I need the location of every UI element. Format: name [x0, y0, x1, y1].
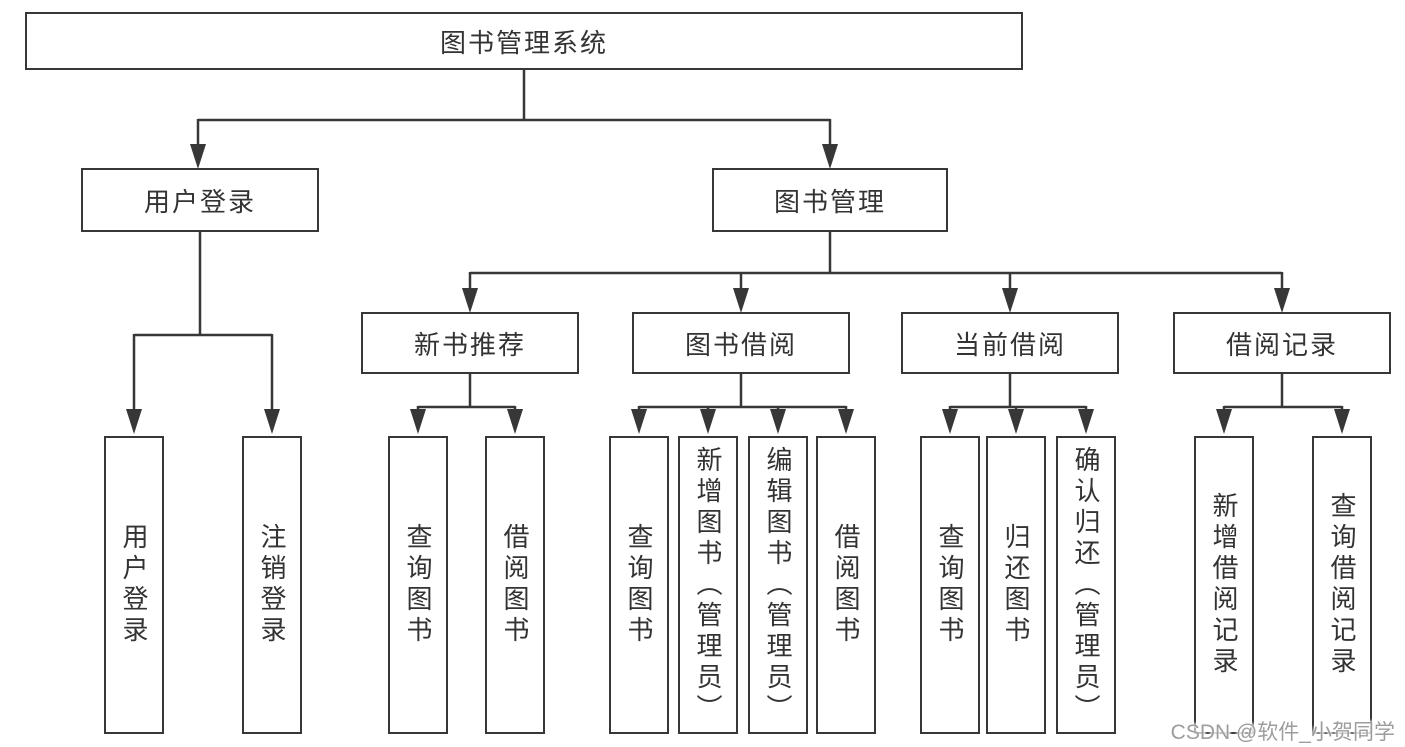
node-current-borrow: 当前借阅	[901, 312, 1119, 374]
node-book-borrow: 图书借阅	[632, 312, 850, 374]
leaf-newbooks-query-label: 查询图书	[403, 523, 433, 647]
leaf-records-query-label: 查询借阅记录	[1327, 492, 1357, 678]
leaf-current-query-label: 查询图书	[935, 523, 965, 647]
node-borrow-records: 借阅记录	[1173, 312, 1391, 374]
leaf-borrow-borrow: 借阅图书	[816, 436, 876, 734]
leaf-user-login: 用户登录	[104, 436, 164, 734]
node-user-login-label: 用户登录	[143, 186, 256, 217]
watermark: CSDN @软件_小贺同学	[1170, 721, 1395, 744]
leaf-current-confirm-admin: 确认归还（管理员）	[1056, 436, 1116, 734]
node-book-borrow-label: 图书借阅	[684, 329, 797, 360]
node-book-mgmt: 图书管理	[712, 168, 948, 232]
node-user-login: 用户登录	[81, 168, 319, 232]
node-borrow-records-label: 借阅记录	[1225, 329, 1338, 360]
node-new-books-label: 新书推荐	[413, 329, 526, 360]
node-root-label: 图书管理系统	[439, 27, 608, 58]
leaf-borrow-edit-admin-label: 编辑图书（管理员）	[763, 445, 793, 725]
leaf-records-query: 查询借阅记录	[1312, 436, 1372, 734]
leaf-newbooks-borrow-label: 借阅图书	[500, 523, 530, 647]
leaf-borrow-edit-admin: 编辑图书（管理员）	[748, 436, 808, 734]
leaf-current-query: 查询图书	[920, 436, 980, 734]
leaf-borrow-add-admin-label: 新增图书（管理员）	[693, 445, 723, 725]
leaf-records-add: 新增借阅记录	[1194, 436, 1254, 734]
leaf-current-return: 归还图书	[986, 436, 1046, 734]
leaf-borrow-query-label: 查询图书	[624, 523, 654, 647]
leaf-records-add-label: 新增借阅记录	[1209, 492, 1239, 678]
leaf-borrow-borrow-label: 借阅图书	[831, 523, 861, 647]
leaf-logout-label: 注销登录	[257, 523, 287, 647]
leaf-logout: 注销登录	[242, 436, 302, 734]
node-new-books: 新书推荐	[361, 312, 579, 374]
node-book-mgmt-label: 图书管理	[773, 186, 886, 217]
leaf-newbooks-borrow: 借阅图书	[485, 436, 545, 734]
node-current-borrow-label: 当前借阅	[953, 329, 1066, 360]
leaf-current-return-label: 归还图书	[1001, 523, 1031, 647]
arrow-heads	[126, 144, 1350, 434]
node-root: 图书管理系统	[25, 12, 1023, 70]
leaf-user-login-label: 用户登录	[119, 523, 149, 647]
leaf-borrow-query: 查询图书	[609, 436, 669, 734]
leaf-borrow-add-admin: 新增图书（管理员）	[678, 436, 738, 734]
leaf-newbooks-query: 查询图书	[388, 436, 448, 734]
leaf-current-confirm-admin-label: 确认归还（管理员）	[1071, 445, 1101, 725]
